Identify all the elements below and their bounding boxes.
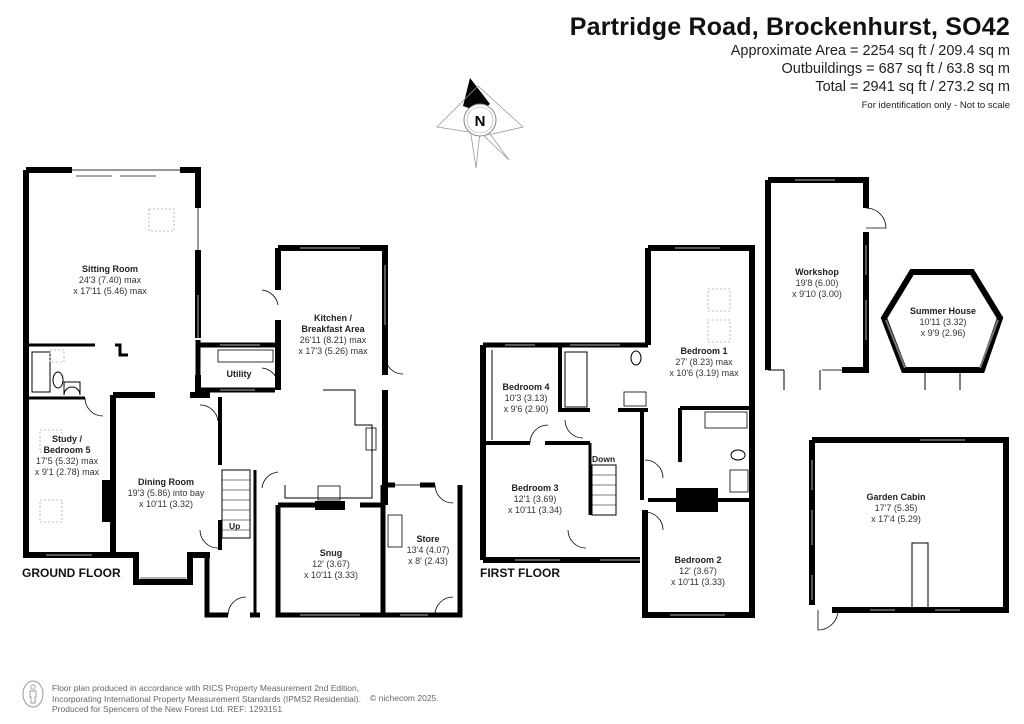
outbuildings-area: Outbuildings = 687 sq ft / 63.8 sq m — [781, 61, 1010, 77]
plan-header: Partridge Road, Brockenhurst, SO42 Appro… — [570, 12, 1010, 111]
scale-disclaimer: For identification only - Not to scale — [861, 100, 1010, 111]
total-area: Total = 2941 sq ft / 273.2 sq m — [815, 79, 1010, 95]
room-bedroom-1: Bedroom 1 27' (8.23) max x 10'6 (3.19) m… — [669, 346, 739, 378]
person-info-icon — [22, 680, 44, 708]
room-bedroom-4: Bedroom 4 10'3 (3.13) x 9'6 (2.90) — [502, 382, 550, 414]
stairs-down-label: Down — [592, 454, 616, 464]
room-kitchen-breakfast: Kitchen / Breakfast Area 26'11 (8.21) ma… — [298, 313, 368, 356]
room-utility: Utility — [226, 369, 252, 379]
ground-floor-label: GROUND FLOOR — [22, 566, 121, 580]
approximate-area: Approximate Area = 2254 sq ft / 209.4 sq… — [730, 43, 1010, 59]
ground-floor-walls — [23, 167, 463, 618]
first-floor-walls — [480, 245, 755, 618]
room-store: Store 13'4 (4.07) x 8' (2.43) — [406, 534, 450, 566]
room-bedroom-2: Bedroom 2 12' (3.67) x 10'11 (3.33) — [670, 555, 726, 587]
first-floor-label: FIRST FLOOR — [480, 566, 560, 580]
room-summer-house: Summer House 10'11 (3.32) x 9'9 (2.96) — [909, 306, 977, 338]
compass-north-icon: N — [436, 78, 524, 169]
room-workshop: Workshop 19'8 (6.00) x 9'10 (3.00) — [792, 267, 842, 299]
outbuildings-walls — [765, 177, 1009, 631]
room-study-bedroom-5: Study / Bedroom 5 17'5 (5.32) max x 9'1 … — [34, 434, 100, 477]
footer-line-2: Incorporating International Property Mea… — [52, 693, 361, 704]
stairs-up-label: Up — [229, 521, 241, 531]
room-garden-cabin: Garden Cabin 17'7 (5.35) x 17'4 (5.29) — [866, 492, 926, 524]
copyright-notice: © nichecom 2025. — [370, 693, 439, 703]
room-snug: Snug 12' (3.67) x 10'11 (3.33) — [303, 548, 359, 580]
room-bedroom-3: Bedroom 3 12'1 (3.69) x 10'11 (3.34) — [507, 483, 563, 515]
svg-text:N: N — [475, 113, 486, 130]
footer-notes: Floor plan produced in accordance with R… — [52, 683, 361, 715]
footer-line-3: Produced for Spencers of the New Forest … — [52, 704, 283, 714]
property-title: Partridge Road, Brockenhurst, SO42 — [569, 13, 1010, 41]
room-sitting-room: Sitting Room 24'3 (7.40) max x 17'11 (5.… — [73, 264, 147, 296]
footer-line-1: Floor plan produced in accordance with R… — [52, 683, 360, 693]
room-dining-room: Dining Room 19'3 (5.86) into bay x 10'11… — [127, 477, 205, 509]
